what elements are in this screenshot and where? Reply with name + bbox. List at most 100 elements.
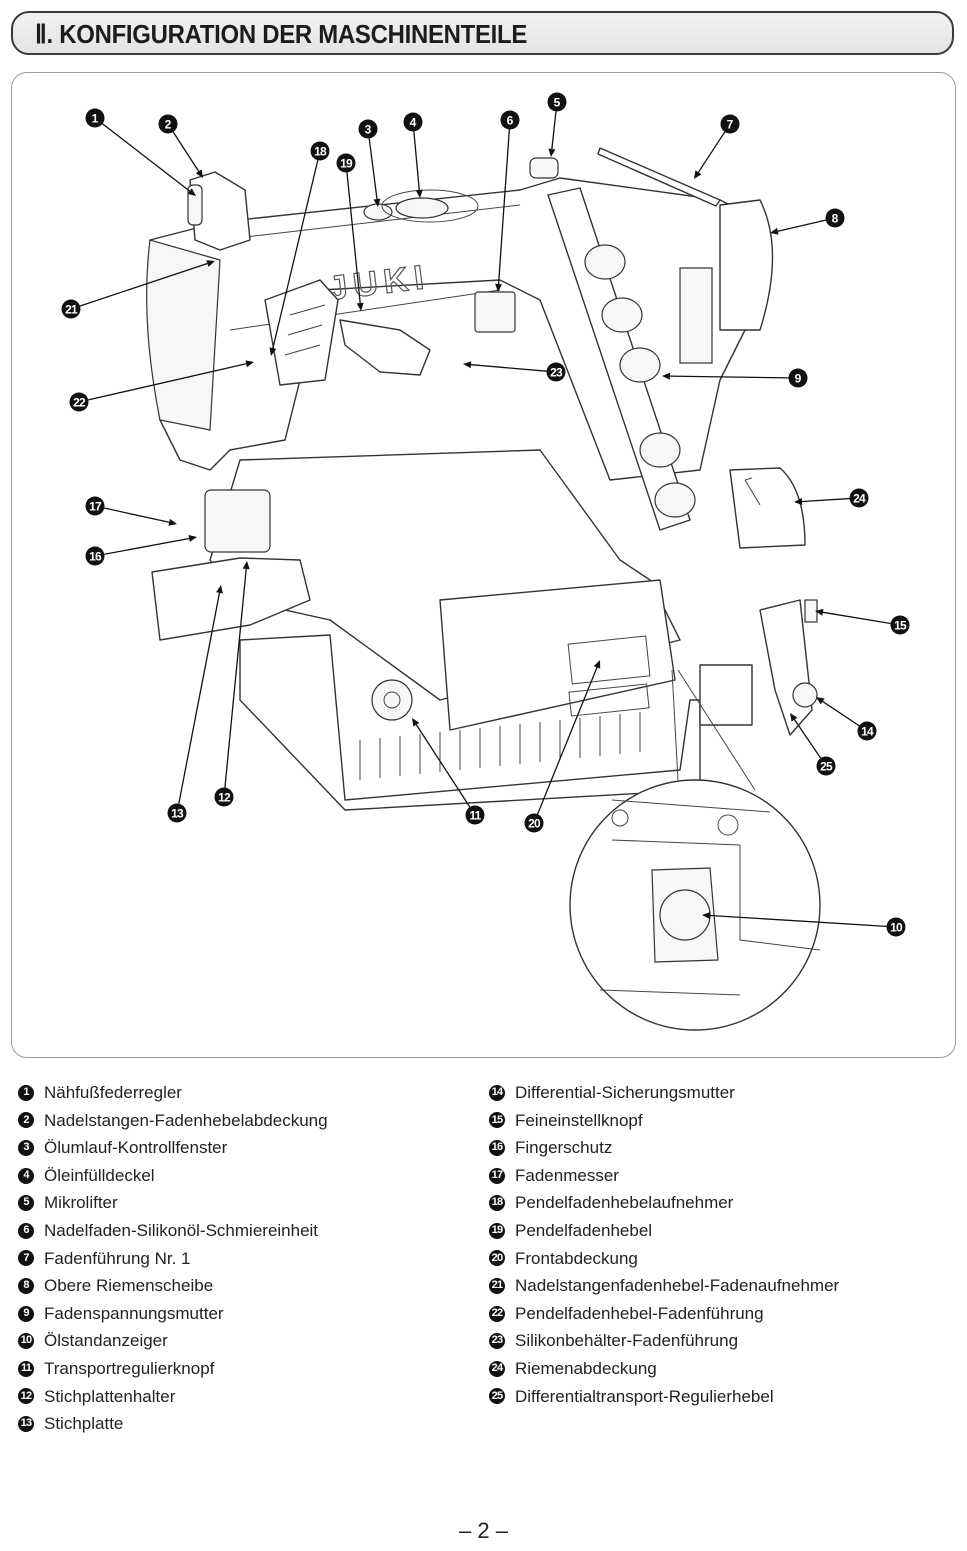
callout-number: 6 — [507, 114, 514, 128]
silicone-unit — [474, 291, 516, 333]
oil-cap — [395, 197, 449, 219]
callout-badge — [857, 721, 877, 741]
section-header: Ⅱ. KONFIGURATION DER MASCHINENTEILE — [11, 11, 954, 55]
callout-19: 19 — [336, 153, 364, 311]
callout-number-badge: 20 — [489, 1250, 505, 1267]
legend-label: Obere Riemenscheibe — [44, 1276, 214, 1296]
callout-badge — [336, 153, 356, 173]
callout-number-badge: 7 — [18, 1250, 34, 1267]
callout-number: 25 — [820, 760, 833, 774]
leader-line — [172, 131, 200, 172]
legend-label: Frontabdeckung — [515, 1248, 638, 1268]
arrowhead-icon — [356, 302, 364, 311]
callout-14: 14 — [816, 697, 877, 741]
leader-line — [551, 111, 557, 150]
callout-number-badge: 25 — [489, 1388, 505, 1405]
callout-number: 12 — [218, 791, 231, 805]
leader-line — [224, 568, 247, 788]
callout-number: 10 — [890, 921, 903, 935]
callout-badge — [403, 112, 423, 132]
callout-16: 16 — [85, 535, 197, 566]
callout-number-badge: 19 — [489, 1222, 505, 1239]
arrowhead-icon — [463, 361, 472, 369]
cylinder-bed — [151, 557, 311, 641]
leader-line — [822, 611, 891, 625]
callout-number-badge: 14 — [489, 1084, 505, 1101]
front-cover — [439, 579, 676, 731]
belt-cover — [729, 467, 806, 549]
arrowhead-icon — [269, 347, 277, 356]
callout-badge — [214, 787, 234, 807]
callout-2: 2 — [158, 114, 203, 178]
callout-number: 8 — [832, 212, 839, 226]
leader-line — [104, 537, 190, 555]
callout-number-badge: 24 — [489, 1360, 505, 1377]
callout-3: 3 — [358, 119, 381, 207]
sewing-machine-illustration: JUKI — [146, 147, 821, 1031]
arrowhead-icon — [242, 561, 250, 570]
callout-number-badge: 8 — [18, 1277, 34, 1294]
callout-number: 21 — [65, 303, 78, 317]
callout-number: 4 — [410, 116, 417, 130]
legend-label: Differentialtransport-Regulierhebel — [515, 1386, 774, 1406]
legend-label: Nähfußfederregler — [44, 1083, 182, 1102]
callout-number-badge: 3 — [18, 1139, 34, 1156]
arrowhead-icon — [548, 148, 556, 157]
leader-line — [88, 363, 247, 401]
callout-badge — [69, 392, 89, 412]
arrowhead-icon — [593, 660, 601, 669]
arrowhead-icon — [702, 912, 711, 919]
callout-number-badge: 22 — [489, 1305, 505, 1322]
page-number: – 2 – — [459, 1518, 508, 1543]
thread-guide-plate — [679, 267, 713, 364]
legend-label: Fadenführung Nr. 1 — [44, 1248, 191, 1268]
legend-label: Fadenspannungsmutter — [44, 1303, 224, 1323]
callout-badge — [816, 756, 836, 776]
arrowhead-icon — [188, 535, 197, 542]
callout-number-badge: 21 — [489, 1277, 505, 1294]
callout-12: 12 — [214, 561, 250, 807]
legend-item-7: 7 Fadenführung Nr. 1 — [18, 1245, 328, 1273]
arrowhead-icon — [216, 585, 223, 594]
callout-25: 25 — [790, 713, 836, 776]
callout-13: 13 — [167, 585, 223, 823]
leader-line — [793, 719, 822, 759]
callout-21: 21 — [61, 260, 215, 319]
legend-label: Öleinfülldeckel — [44, 1165, 155, 1185]
leader-line — [697, 131, 726, 173]
feed-knob — [371, 679, 413, 721]
callout-badge — [547, 92, 567, 112]
legend-item-8: 8 Obere Riemenscheibe — [18, 1272, 328, 1300]
upper-pulley — [719, 199, 774, 331]
differential-nut — [792, 682, 818, 708]
leader-line — [777, 219, 826, 232]
leader-line — [346, 172, 361, 304]
arrowhead-icon — [815, 608, 824, 616]
callout-number: 9 — [795, 372, 802, 386]
callout-17: 17 — [85, 496, 177, 526]
arrowhead-icon — [662, 372, 671, 380]
arrowhead-icon — [415, 189, 423, 198]
leader-line — [536, 667, 598, 815]
callout-number: 16 — [89, 550, 102, 564]
arrowhead-icon — [195, 169, 203, 178]
differential-lever — [759, 599, 813, 736]
callout-11: 11 — [412, 718, 485, 825]
callout-badge — [158, 114, 178, 134]
callout-number: 13 — [171, 807, 184, 821]
callout-23: 23 — [463, 361, 566, 382]
finger-guard — [204, 489, 271, 553]
callout-badge — [546, 362, 566, 382]
